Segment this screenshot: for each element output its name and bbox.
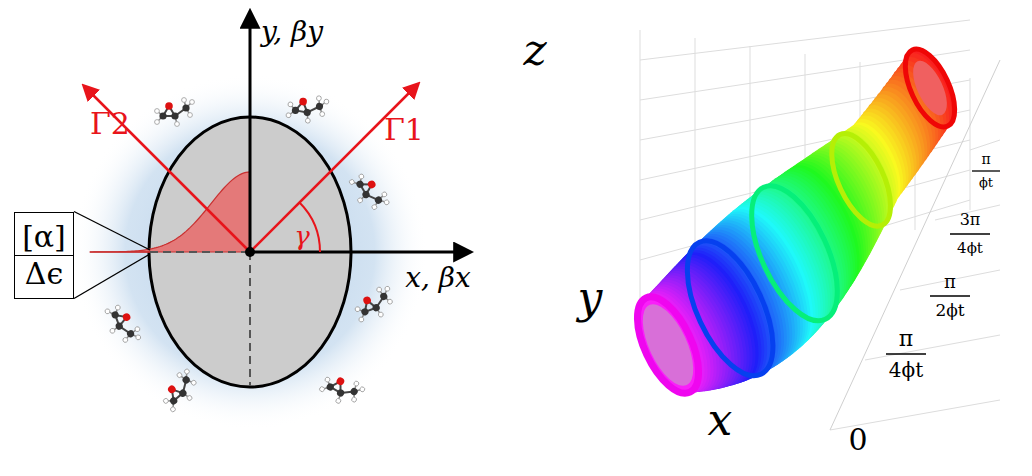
gaussian-profile — [90, 172, 250, 252]
property-symbol: [α] — [22, 218, 66, 256]
y-axis — [249, 12, 252, 252]
tick-label: π — [944, 273, 956, 291]
axis-label: x — [708, 398, 733, 442]
tick-label: 4ϕt — [889, 360, 923, 380]
molecule — [103, 301, 144, 348]
tick-label: 4ϕt — [957, 241, 983, 256]
fraction-bar — [950, 233, 990, 234]
tick-label: ϕt — [979, 176, 993, 189]
tick-label: 3π — [960, 212, 981, 228]
tick-label: π — [899, 328, 913, 350]
gamma2-arrow — [84, 86, 250, 252]
axis-label: x, βx — [405, 264, 471, 292]
vector-label: Γ2 — [90, 109, 130, 139]
tick-label: 0 — [848, 425, 867, 455]
tick-label: π — [981, 152, 990, 166]
dashed-axis — [150, 251, 250, 253]
axis-label: y, βy — [261, 18, 323, 46]
axis-label: y — [578, 276, 603, 320]
fraction-bar — [972, 170, 1000, 171]
molecule — [155, 367, 204, 415]
molecule — [318, 367, 367, 412]
molecule — [347, 168, 392, 217]
origin-dot — [245, 247, 255, 257]
fraction-bar — [886, 353, 926, 354]
molecule — [155, 98, 195, 127]
rainbow-tube — [625, 42, 965, 402]
tick-label: 2ϕt — [935, 302, 964, 319]
molecule — [351, 284, 398, 325]
axis-label: z — [523, 28, 546, 72]
molecule — [285, 91, 329, 126]
gamma1-arrow — [250, 84, 418, 252]
divider — [15, 255, 73, 256]
dashed-axis — [249, 252, 251, 386]
angle-label: γ — [294, 223, 310, 249]
leader-line — [74, 254, 150, 299]
property-symbol: Δϵ — [25, 255, 63, 293]
property-box: [α]Δϵ — [14, 212, 74, 299]
vector-label: Γ1 — [384, 115, 424, 145]
x-axis — [250, 251, 470, 254]
fraction-bar — [930, 295, 970, 296]
baseline — [90, 251, 150, 253]
leader-line — [74, 212, 150, 251]
